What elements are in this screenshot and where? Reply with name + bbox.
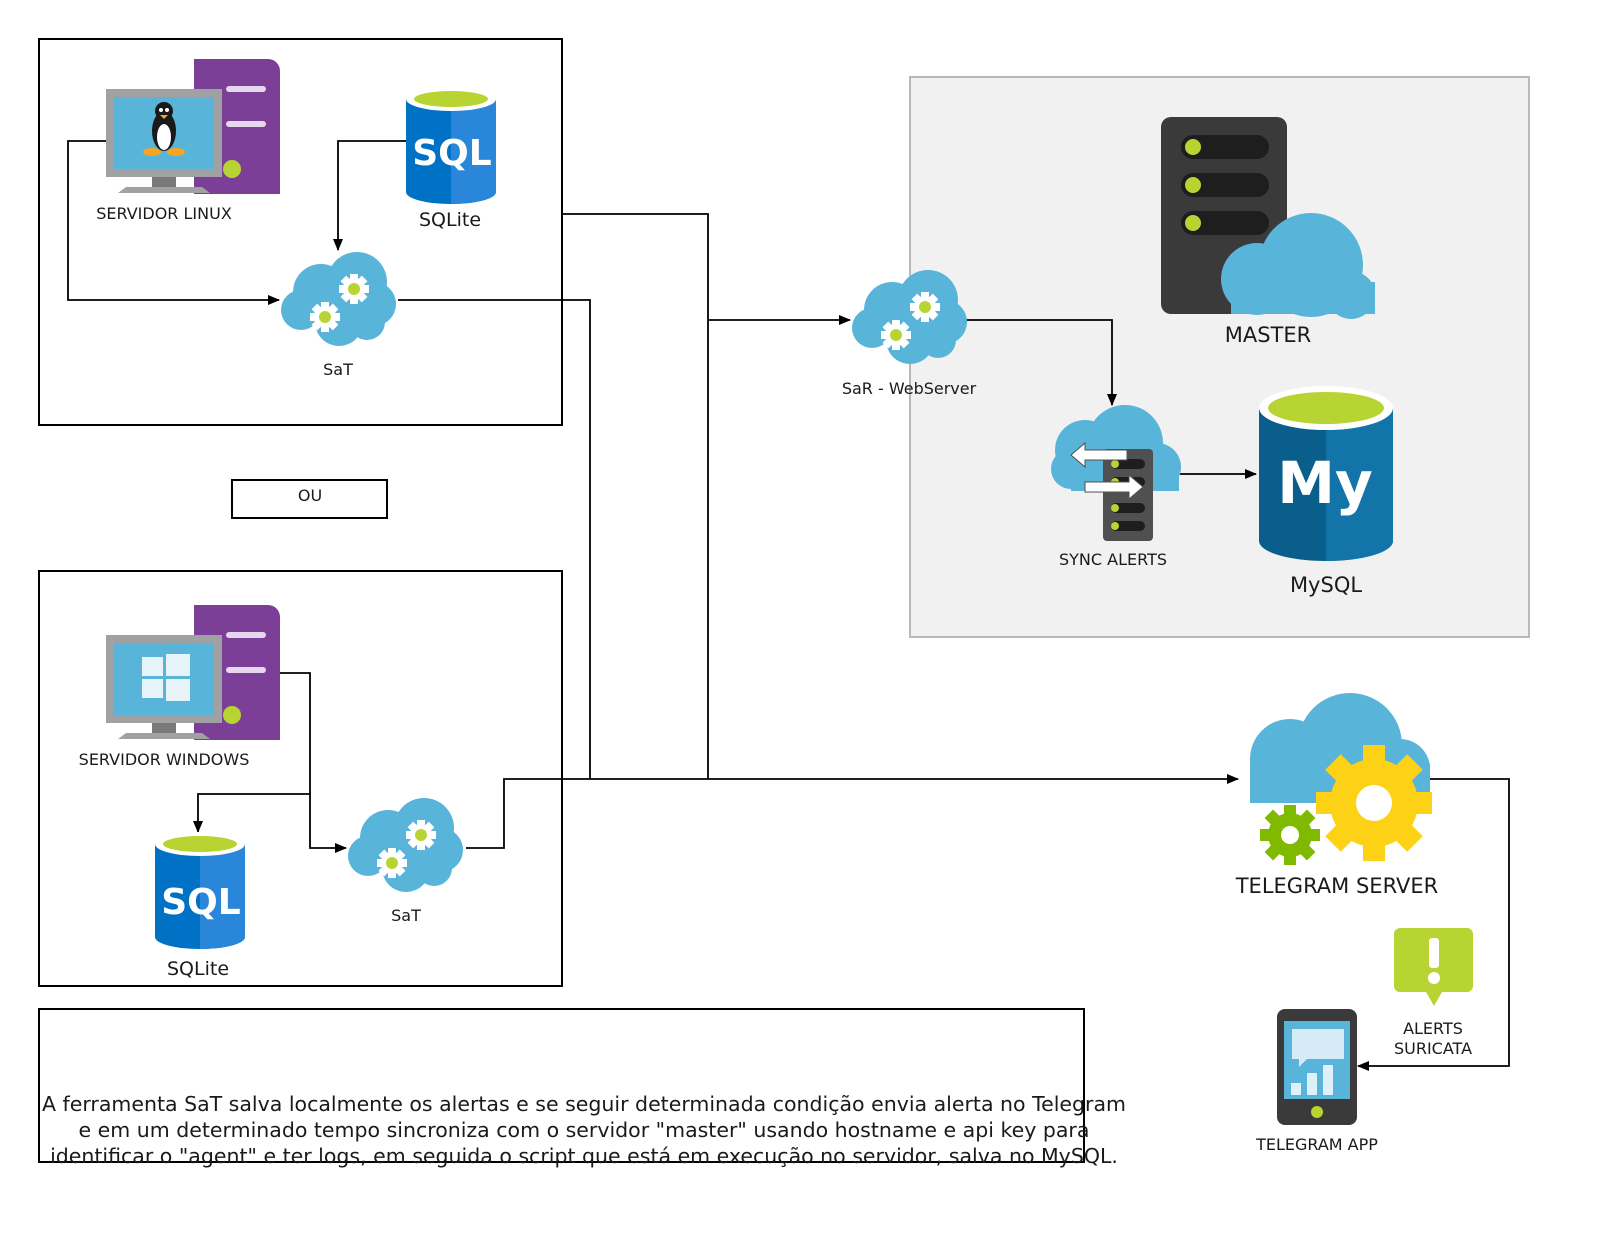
alerts-suricata-label-line2: SURICATA	[1394, 1039, 1472, 1058]
description-box	[38, 1008, 1085, 1163]
linux-to-sat-connector	[67, 140, 280, 305]
alerts-suricata-label-line1: ALERTS	[1403, 1019, 1463, 1038]
ou-label: OU	[298, 486, 322, 505]
mobile-phone-icon	[1277, 1009, 1357, 1125]
server-cloud-icon	[1161, 117, 1375, 319]
cloud-gears-icon	[852, 270, 967, 364]
description-line: A ferramenta SaT salva localmente os ale…	[41, 1092, 1127, 1116]
sql-database-icon: SQL	[155, 832, 245, 949]
sat-top-down-connector	[398, 299, 591, 779]
sat-top-label: SaT	[323, 360, 353, 379]
cloud-gears-icon	[281, 252, 396, 346]
sqlite-top-label: SQLite	[419, 209, 481, 231]
sqlite-to-sat-connector	[333, 140, 406, 251]
telegram-to-app-connector	[1357, 778, 1510, 1071]
sql-icon-text: SQL	[161, 882, 240, 923]
ou-box	[231, 479, 388, 519]
linux-server-label: SERVIDOR LINUX	[96, 204, 232, 223]
to-sqlite-bottom-connector	[193, 793, 310, 833]
to-telegram-connector	[466, 774, 1239, 849]
windows-to-sat-connector	[280, 672, 347, 853]
cloud-gears-icon	[348, 798, 463, 892]
sar-webserver-label: SaR - WebServer	[842, 379, 977, 398]
sql-database-icon: SQL	[406, 87, 496, 204]
windows-server-label: SERVIDOR WINDOWS	[79, 750, 250, 769]
master-label: MASTER	[1225, 323, 1312, 347]
description-text: A ferramenta SaT salva localmente os ale…	[40, 1050, 1128, 1210]
mysql-icon-text: My	[1277, 449, 1373, 517]
telegram-server-label: TELEGRAM SERVER	[1235, 874, 1439, 898]
sqlite-bottom-label: SQLite	[167, 958, 229, 980]
description-line: e em um determinado tempo sincroniza com…	[78, 1118, 1090, 1142]
sat-bottom-label: SaT	[391, 906, 421, 925]
sql-icon-text: SQL	[412, 133, 491, 174]
mysql-database-icon: My	[1259, 386, 1393, 561]
sync-cloud-icon	[1051, 405, 1181, 541]
alert-bubble-icon	[1394, 928, 1473, 1006]
linux-group-frame	[38, 38, 563, 426]
sar-to-sync-connector	[966, 319, 1117, 406]
sync-alerts-label: SYNC ALERTS	[1059, 550, 1167, 569]
description-line: identificar o "agent" e ter logs, em seg…	[50, 1144, 1118, 1168]
windows-group-frame	[38, 570, 563, 987]
mysql-label: MySQL	[1290, 573, 1362, 597]
linux-group-down-connector	[562, 213, 709, 779]
windows-server-icon	[106, 605, 280, 740]
telegram-app-label: TELEGRAM APP	[1255, 1135, 1378, 1154]
telegram-cloud-gear-icon	[1250, 693, 1432, 865]
linux-server-icon	[106, 59, 280, 194]
